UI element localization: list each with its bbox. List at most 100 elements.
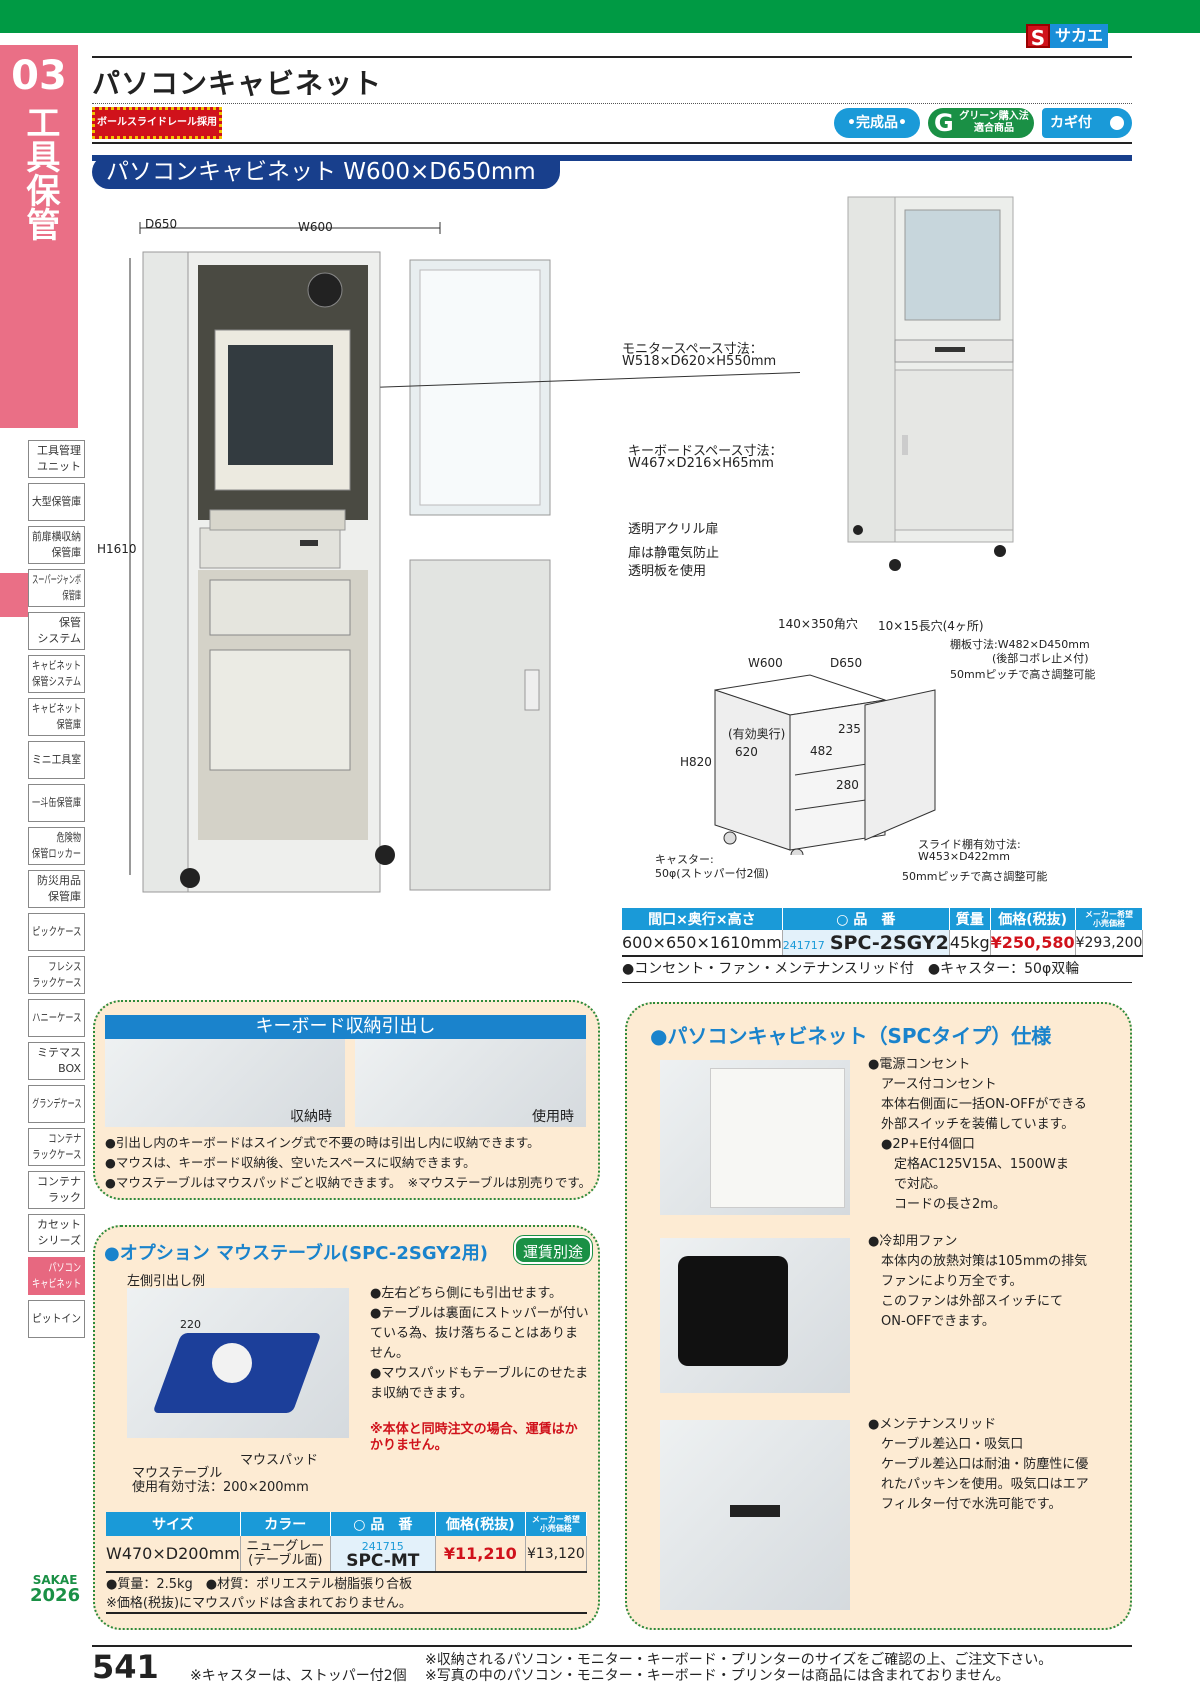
sidebar-item-label: グランデケース — [31, 1097, 81, 1110]
dim-220: 220 — [180, 1318, 201, 1331]
sidebar-item[interactable]: ピットイン — [28, 1300, 85, 1338]
color-line: ニューグレー — [246, 1538, 325, 1554]
table-row: 600×650×1610mm 241717 SPC-2SGY2 45kg ¥25… — [622, 930, 1144, 957]
door-note: 扉は静電気防止 — [628, 546, 720, 561]
keyboard-panel-title: キーボード収納引出し — [105, 1015, 586, 1039]
product-table: 間口×奥行×高さ ○ 品 番 質量 価格(税抜) メーカー希望小売価格 600×… — [622, 908, 1144, 957]
footer-note: ※写真の中のパソコン・モニター・キーボード・プリンターは商品には含まれておりませ… — [425, 1668, 1010, 1684]
sidebar-item[interactable]: 工具管理 ユニット — [28, 440, 85, 478]
column-header: 間口×奥行×高さ — [622, 908, 783, 930]
logo-text: サカエ — [1050, 24, 1109, 48]
sakae-logo: S サカエ — [1026, 24, 1109, 50]
divider — [92, 103, 1132, 104]
option-title: ●オプション マウステーブル(SPC-2SGY2用) — [104, 1243, 489, 1264]
sidebar-item-label: ミテマス BOX — [37, 1046, 81, 1075]
weight-cell: 45kg — [949, 930, 991, 957]
price-cell: ¥250,580 — [990, 930, 1076, 957]
sidebar-item[interactable]: フレシス ラックケース — [28, 956, 85, 994]
mouse-table-photo — [127, 1288, 349, 1438]
sidebar-item[interactable]: 防災用品 保管庫 — [28, 870, 85, 908]
slide-shelf-dims: W453×D422mm — [918, 850, 1010, 863]
keyboard-note: ●マウステーブルはマウスパッドごと収納できます。 ※マウステーブルは別売りです。 — [105, 1175, 592, 1190]
shelf-width: 482 — [810, 744, 833, 758]
caster-note: 50φ(ストッパー付2個) — [655, 867, 769, 880]
footer-note: ※収納されるパソコン・モニター・キーボード・プリンターのサイズをご確認の上、ご注… — [425, 1652, 1053, 1668]
sidebar-item[interactable]: カセット シリーズ — [28, 1214, 85, 1252]
dim-width: W600 — [298, 220, 333, 234]
size-cell: W470×D200mm — [106, 1536, 241, 1573]
stored-caption: 収納時 — [290, 1109, 332, 1125]
chapter-category: 工具保管 — [19, 105, 60, 241]
sidebar-item-label: 大型保管庫 — [31, 495, 81, 508]
color-cell: ニューグレー(テーブル面) — [240, 1536, 331, 1573]
lid-photo — [660, 1420, 850, 1610]
sidebar-item[interactable]: 一斗缶保管庫 — [28, 784, 85, 822]
sidebar-item-label: ハニーケース — [31, 1011, 81, 1024]
sidebar-item[interactable]: キャビネット 保管システム — [28, 655, 85, 693]
outlet-icon — [710, 1068, 845, 1208]
sidebar-item-label: 防災用品 保管庫 — [37, 874, 81, 903]
sidebar-item-label: スーパージャンボ 保管庫 — [31, 573, 81, 602]
msrp-cell: ¥13,120 — [525, 1536, 588, 1573]
sidebar-item[interactable]: 保管 システム — [28, 612, 85, 650]
effective-depth: 620 — [735, 745, 758, 759]
sidebar-item[interactable]: 前扉横収納 保管庫 — [28, 526, 85, 564]
sidebar-item[interactable]: 危険物 保管ロッカー — [28, 827, 85, 865]
effective-depth-label: (有効奥行) — [728, 727, 786, 741]
pitch-note: 50mmピッチで高さ調整可能 — [902, 870, 1048, 883]
g-letter: G — [934, 109, 954, 137]
sidebar-item[interactable]: 大型保管庫 — [28, 483, 85, 521]
outlet-photo — [660, 1060, 850, 1215]
in-use-photo — [355, 1039, 586, 1127]
mouse-table-label: マウステーブル — [132, 1466, 223, 1481]
sidebar-item[interactable]: ミニ工具室 — [28, 741, 85, 779]
keyboard-space-label: キーボードスペース寸法： — [628, 444, 783, 459]
option-note: ●質量：2.5kg ●材質：ポリエステル樹脂張り合板 — [106, 1577, 413, 1592]
order-code: 241717 — [782, 938, 825, 952]
column-header: ○ 品 番 — [330, 1512, 436, 1536]
lock-label: カギ付 — [1050, 115, 1092, 131]
sidebar-item-label: 前扉横収納 保管庫 — [31, 530, 81, 559]
mouse-table-dims: 使用有効寸法：200×200mm — [132, 1480, 309, 1495]
part-number: SPC-MT — [346, 1550, 420, 1571]
cabinet-photo — [847, 196, 1014, 571]
section-bar — [92, 155, 1132, 161]
sidebar-item[interactable]: ハニーケース — [28, 999, 85, 1037]
sidebar-item[interactable]: コンテナ ラックケース — [28, 1128, 85, 1166]
footer-note: ※キャスターは、ストッパー付2個 — [190, 1668, 407, 1684]
option-table: サイズ カラー ○ 品 番 価格(税抜) メーカー希望小売価格 W470×D20… — [106, 1512, 588, 1573]
chapter-tab: 03 工具保管 — [0, 45, 78, 428]
sidebar-item[interactable]: スーパージャンボ 保管庫 — [28, 569, 85, 607]
order-code: 241715 — [361, 1539, 404, 1553]
sidebar-item[interactable]: キャビネット 保管庫 — [28, 698, 85, 736]
option-bullet: ●テーブルは裏面にストッパーが付いている為、抜け落ちることはありません。 — [370, 1306, 589, 1361]
keyboard-space-dims: W467×D216×H65mm — [628, 456, 774, 471]
option-bullet: ●左右どちら側にも引出せます。 — [370, 1286, 563, 1301]
mouse-icon — [212, 1343, 252, 1383]
slot-label: 10×15長穴(4ヶ所) — [878, 619, 984, 633]
column-header: カラー — [240, 1512, 331, 1536]
key-icon — [1106, 112, 1128, 134]
dim-depth: D650 — [145, 217, 178, 231]
sidebar-item[interactable]: コンテナ ラック — [28, 1171, 85, 1209]
keyboard-note: ●マウスは、キーボード収納後、空いたスペースに収納できます。 — [105, 1155, 476, 1170]
pitch-note: 50mmピッチで高さ調整可能 — [950, 668, 1096, 681]
sidebar-item[interactable]: パソコン キャビネット — [28, 1257, 85, 1295]
monitor-space-dims: W518×D620×H550mm — [622, 354, 777, 369]
sidebar-item-label: 危険物 保管ロッカー — [32, 831, 81, 860]
lid-spec: ●メンテナンスリッド ケーブル差込口・吸気口 ケーブル差込口は耐油・防塵性に優 … — [868, 1417, 1089, 1512]
stored-photo — [105, 1039, 345, 1127]
sidebar-item-label: コンテナ ラック — [37, 1175, 81, 1204]
spec-title: ●パソコンキャビネット（SPCタイプ）仕様 — [650, 1024, 1052, 1048]
diagram-width: W600 — [748, 656, 783, 670]
sidebar-item-label: 一斗缶保管庫 — [32, 796, 81, 809]
page-title: パソコンキャビネット — [92, 67, 383, 100]
door-label: 透明アクリル扉 — [628, 522, 719, 537]
sidebar-item[interactable]: ミテマス BOX — [28, 1042, 85, 1080]
sidebar-item[interactable]: ピックケース — [28, 913, 85, 951]
sidebar-item[interactable]: グランデケース — [28, 1085, 85, 1123]
size-cell: 600×650×1610mm — [622, 930, 783, 957]
header-line: メーカー希望 — [531, 1515, 580, 1524]
